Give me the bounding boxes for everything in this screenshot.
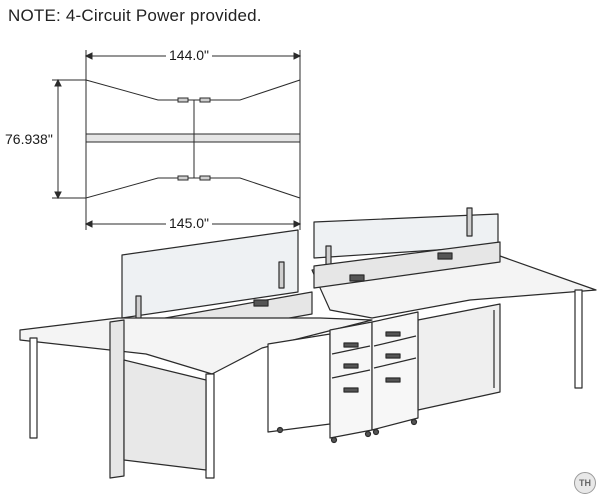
casters [276, 418, 418, 444]
desk-leg [205, 373, 215, 479]
dimension-lines [52, 50, 302, 230]
desk-leg [29, 337, 38, 439]
power-note: NOTE: 4-Circuit Power provided. [8, 6, 262, 25]
drawer-pulls [343, 331, 401, 393]
plan-connector [177, 175, 189, 181]
brand-logo: TH [574, 472, 596, 494]
power-outlet [349, 274, 365, 282]
dimension-top-width: 144.0" [166, 47, 213, 63]
storage-cabinet [267, 333, 331, 433]
spine-panel-left [109, 319, 125, 479]
screen-post [466, 207, 473, 237]
storage-cabinet-side [417, 303, 501, 411]
pedestal-right [371, 311, 419, 431]
modesty-panel [123, 359, 207, 471]
pedestal-left [329, 321, 373, 439]
privacy-screen-left [121, 229, 299, 319]
plan-spine [85, 133, 301, 143]
plan-view [85, 79, 301, 199]
desk-leg [574, 289, 583, 389]
plan-connector [199, 97, 211, 103]
desk-top-left [19, 317, 373, 375]
power-outlet [253, 299, 269, 307]
dimension-depth: 76.938" [2, 131, 56, 147]
perspective-view [19, 207, 597, 479]
dimension-bottom-width: 145.0" [166, 215, 213, 231]
power-outlet [437, 252, 453, 260]
plan-connector [177, 97, 189, 103]
plan-connector [199, 175, 211, 181]
drawer-fronts [331, 335, 417, 379]
screen-post [278, 261, 285, 289]
